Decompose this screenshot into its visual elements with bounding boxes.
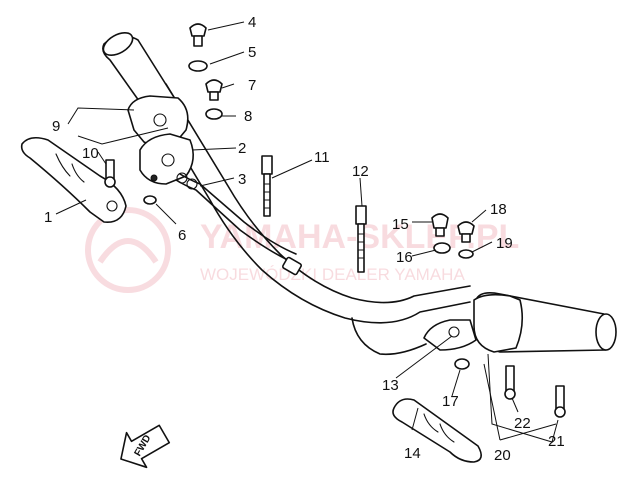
left-lever	[20, 136, 127, 223]
callout-19: 19	[496, 235, 513, 252]
callout-12: 12	[352, 163, 369, 180]
watermark: YAMAHA-SKLEP.PL WOJEWÓDZKI DEALER YAMAHA	[85, 207, 519, 293]
callout-8: 8	[244, 108, 252, 125]
leader-lines	[55, 21, 559, 443]
direction-indicator: FWD	[120, 424, 171, 469]
right-lever	[392, 398, 482, 463]
callout-3: 3	[238, 171, 246, 188]
callout-18: 18	[490, 201, 507, 218]
callout-16: 16	[396, 249, 413, 266]
callout-21: 21	[548, 433, 565, 450]
watermark-logo-icon	[85, 207, 171, 293]
left-small-parts	[104, 23, 223, 205]
right-lever-holder	[423, 319, 477, 370]
bolts-center	[261, 155, 367, 273]
callout-labels: 1 2 3 4 5 6 7 8 9 10 11 12 13 14 15 16 1…	[44, 14, 565, 464]
watermark-logo-mark	[97, 238, 159, 264]
callout-7: 7	[248, 77, 256, 94]
callout-14: 14	[404, 445, 421, 462]
callout-10: 10	[82, 145, 99, 162]
callout-22: 22	[514, 415, 531, 432]
callout-20: 20	[494, 447, 511, 464]
callout-17: 17	[442, 393, 459, 410]
cable	[175, 172, 302, 276]
right-grip	[473, 292, 617, 353]
callout-15: 15	[392, 216, 409, 233]
callout-6: 6	[178, 227, 186, 244]
watermark-line-2: WOJEWÓDZKI DEALER YAMAHA	[200, 265, 465, 284]
right-small-parts	[431, 213, 566, 418]
callout-1: 1	[44, 209, 52, 226]
handlebar	[147, 83, 471, 356]
callout-11: 11	[314, 149, 330, 166]
callout-2: 2	[238, 140, 246, 157]
left-lever-holder	[127, 95, 194, 185]
callout-13: 13	[382, 377, 399, 394]
callout-5: 5	[248, 44, 256, 61]
callout-9: 9	[52, 118, 60, 135]
callout-4: 4	[248, 14, 256, 31]
